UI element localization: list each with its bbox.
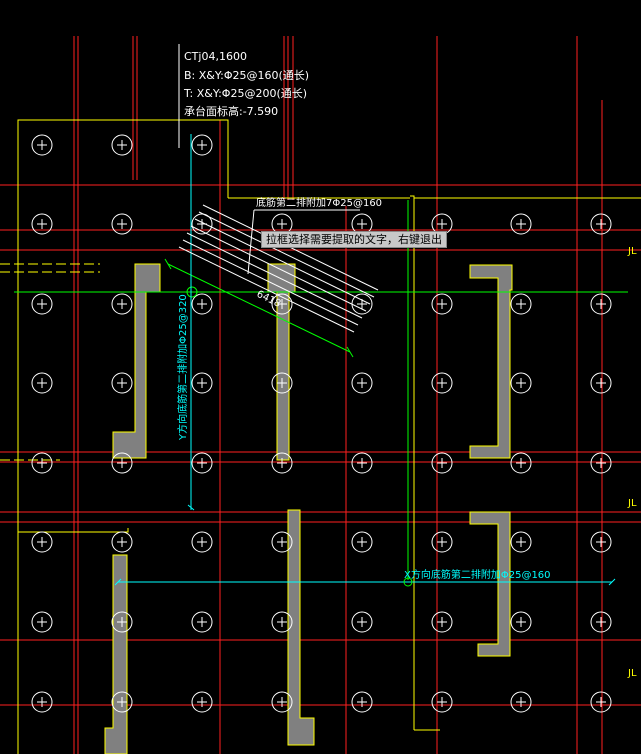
circle-cross-icon — [590, 372, 612, 394]
dashed-outline-lines — [0, 263, 100, 461]
x-strip-label: X方向底筋第二排附加Φ25@160 — [404, 568, 551, 581]
circle-cross-icon — [431, 372, 453, 394]
circle-cross-icon — [431, 691, 453, 713]
circle-cross-icon — [590, 531, 612, 553]
wall-segment — [287, 509, 315, 746]
side-label-jl: JL — [627, 246, 637, 257]
circle-cross-icon — [510, 531, 532, 553]
circle-cross-icon — [31, 293, 53, 315]
circle-cross-icon — [510, 293, 532, 315]
circle-cross-icon — [351, 611, 373, 633]
diagonal-rebar-strip — [178, 204, 379, 333]
circle-cross-icon — [111, 372, 133, 394]
circle-cross-icon — [590, 213, 612, 235]
cap-name-text: CTj04,1600 — [184, 50, 247, 63]
circle-cross-icon — [191, 134, 213, 156]
small-circle-icon — [186, 286, 198, 298]
circle-cross-icon — [510, 691, 532, 713]
axis-grid — [0, 36, 641, 754]
circle-cross-icon — [351, 452, 373, 474]
circle-cross-icon — [31, 213, 53, 235]
circle-cross-icon — [31, 134, 53, 156]
bottom-rebar-text: B: X&Y:Φ25@160(通长) — [184, 69, 309, 82]
circle-cross-icon — [191, 611, 213, 633]
circle-cross-icon — [590, 293, 612, 315]
circle-cross-icon — [271, 531, 293, 553]
side-label-jl: JL — [627, 668, 637, 679]
circle-cross-icon — [111, 691, 133, 713]
circle-cross-icon — [431, 293, 453, 315]
wall-segment — [112, 263, 161, 459]
circle-cross-icon — [351, 531, 373, 553]
circle-cross-icon — [271, 611, 293, 633]
side-label-jl: JL — [627, 498, 637, 509]
circle-cross-icon — [31, 452, 53, 474]
circle-cross-icon — [191, 372, 213, 394]
wall-segment — [469, 511, 511, 657]
circle-cross-icon — [111, 611, 133, 633]
circle-cross-icon — [191, 691, 213, 713]
dimension-lines — [114, 134, 616, 587]
wall-group — [104, 263, 513, 754]
reference-lines — [14, 200, 628, 580]
top-rebar-text: T: X&Y:Φ25@200(通长) — [183, 87, 307, 100]
circle-cross-icon — [431, 611, 453, 633]
diag-strip-label: 底筋第二排附加7Φ25@160 — [256, 196, 382, 209]
circle-cross-icon — [271, 293, 293, 315]
circle-cross-icon — [271, 372, 293, 394]
side-labels: JL JL JL — [627, 246, 637, 679]
wall-segment — [469, 264, 513, 459]
circle-cross-icon — [191, 531, 213, 553]
circle-cross-icon — [510, 611, 532, 633]
circle-cross-icon — [111, 293, 133, 315]
circle-cross-icon — [191, 293, 213, 315]
y-strip-label: Y方向底筋第二排附加Φ25@320 — [176, 294, 189, 441]
circle-cross-icon — [111, 134, 133, 156]
circle-cross-icon — [31, 531, 53, 553]
circle-cross-icon — [510, 452, 532, 474]
circle-cross-icon — [590, 611, 612, 633]
circle-cross-icon — [111, 213, 133, 235]
circle-cross-icon — [510, 372, 532, 394]
circle-cross-icon — [431, 452, 453, 474]
cap-annotation: CTj04,1600 B: X&Y:Φ25@160(通长) T: X&Y:Φ25… — [178, 44, 309, 148]
pile-markers — [31, 134, 612, 713]
tooltip-text: 拉框选择需要提取的文字，右键退出 — [266, 233, 442, 246]
circle-cross-icon — [191, 452, 213, 474]
cap-elevation-text: 承台面标高:-7.590 — [184, 104, 278, 118]
circle-cross-icon — [510, 213, 532, 235]
circle-cross-icon — [271, 452, 293, 474]
circle-cross-icon — [351, 691, 373, 713]
circle-cross-icon — [31, 611, 53, 633]
circle-cross-icon — [590, 452, 612, 474]
circle-cross-icon — [431, 531, 453, 553]
circle-cross-icon — [590, 691, 612, 713]
circle-cross-icon — [111, 531, 133, 553]
circle-cross-icon — [31, 691, 53, 713]
circle-cross-icon — [31, 372, 53, 394]
extract-text-tooltip: 拉框选择需要提取的文字，右键退出 — [261, 231, 447, 248]
cap-outline — [17, 119, 641, 754]
circle-cross-icon — [351, 372, 373, 394]
circle-cross-icon — [271, 691, 293, 713]
circle-cross-icon — [111, 452, 133, 474]
